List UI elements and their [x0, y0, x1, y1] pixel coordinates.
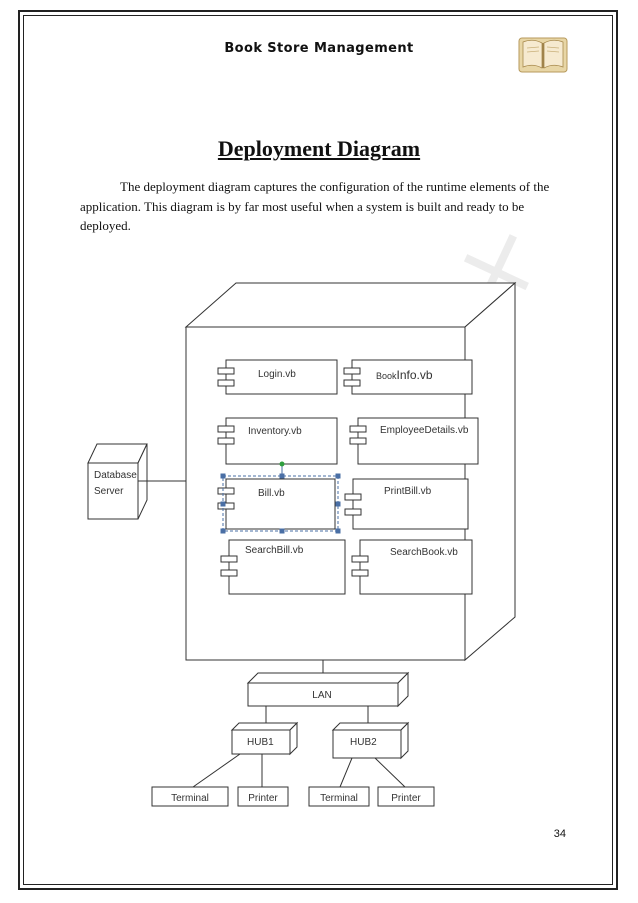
- component-employeedetails-label: EmployeeDetails.vb: [380, 425, 469, 436]
- component-searchbill-label: SearchBill.vb: [245, 545, 304, 556]
- page-border-inner: [23, 15, 613, 885]
- component-inventory: [217, 417, 338, 465]
- component-inventory-label: Inventory.vb: [248, 426, 302, 437]
- server-node: [184, 281, 517, 662]
- component-login-label: Login.vb: [258, 369, 296, 380]
- database-label-line2: Server: [94, 486, 124, 497]
- component-searchbill: [220, 539, 346, 595]
- hub2-terminal-link: [339, 757, 353, 788]
- component-searchbook-label: SearchBook.vb: [390, 547, 458, 558]
- paragraph-line-1: The deployment diagram captures the conf…: [120, 179, 550, 194]
- component-login: [217, 359, 338, 395]
- terminal-1-box: [151, 786, 229, 807]
- description-paragraph: The deployment diagram captures the conf…: [80, 177, 550, 236]
- page-border-outer: [18, 10, 618, 890]
- header-title: Book Store Management: [224, 41, 414, 56]
- hub1-terminal-link: [192, 753, 241, 788]
- hub2-node: [331, 721, 410, 760]
- page-title: Deployment Diagram: [217, 136, 421, 161]
- component-searchbook: [351, 539, 473, 595]
- component-bookinfo: [343, 359, 473, 395]
- component-printbill-label: PrintBill.vb: [384, 486, 432, 497]
- component-printbill: [344, 478, 469, 530]
- lan-node: [246, 671, 410, 708]
- hub2-label: HUB2: [350, 737, 377, 748]
- page-number: 34: [553, 828, 566, 840]
- component-employeedetails: [349, 417, 479, 465]
- printer-2-label: Printer: [391, 793, 421, 804]
- component-bill-label: Bill.vb: [258, 488, 285, 499]
- database-label-line1: Database: [94, 470, 137, 481]
- database-server-node: [87, 443, 186, 520]
- hub1-node: [230, 721, 299, 756]
- lan-label: LAN: [312, 690, 331, 701]
- hub1-label: HUB1: [247, 737, 274, 748]
- selection-handles: [220, 461, 341, 534]
- bookinfo-prefix: Book: [376, 371, 397, 381]
- paragraph-rest: application. This diagram is by far most…: [80, 198, 525, 234]
- printer-1-box: [237, 786, 289, 807]
- terminal-2-label: Terminal: [320, 793, 358, 804]
- bookinfo-suffix: Info.vb: [397, 368, 433, 382]
- hub2-printer-link: [374, 757, 406, 788]
- component-bookinfo-label: BookInfo.vb: [376, 368, 433, 382]
- book-logo-icon: [518, 37, 568, 73]
- terminal-1-label: Terminal: [171, 793, 209, 804]
- printer-2-box: [377, 786, 435, 807]
- component-bill: [217, 478, 336, 530]
- printer-1-label: Printer: [248, 793, 278, 804]
- terminal-2-box: [308, 786, 370, 807]
